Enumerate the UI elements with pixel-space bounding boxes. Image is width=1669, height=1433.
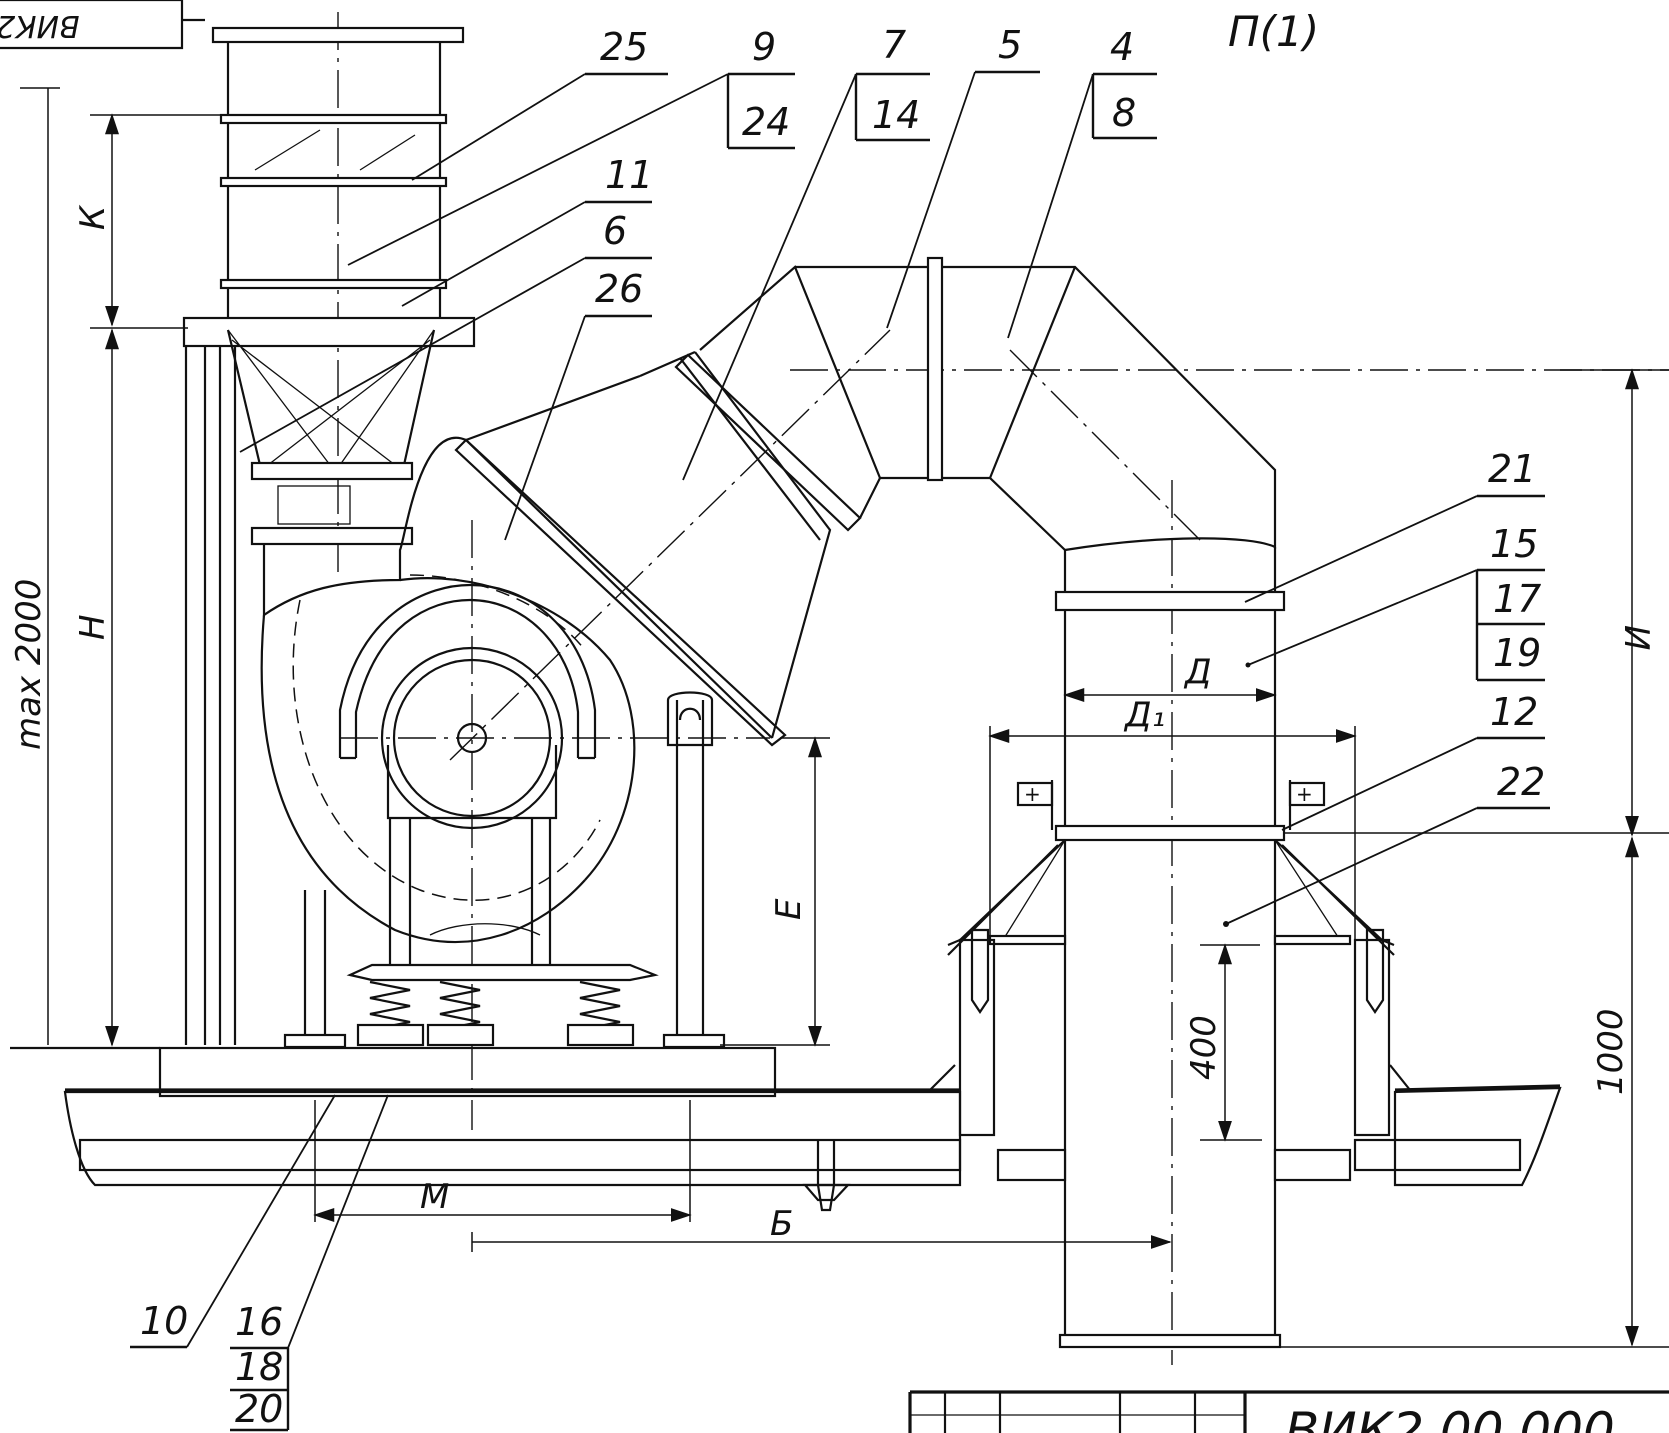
stand-frame xyxy=(182,316,476,1045)
dim-m: М xyxy=(420,1177,449,1217)
svg-text:8: 8 xyxy=(1112,91,1136,135)
svg-text:20: 20 xyxy=(235,1387,283,1431)
svg-text:18: 18 xyxy=(235,1345,283,1389)
svg-text:17: 17 xyxy=(1493,577,1541,621)
dimension-lines: max 2000 К Н Е Д Д₁ И 1000 xyxy=(9,87,1669,1348)
svg-text:12: 12 xyxy=(1490,690,1538,734)
callout-4-8: 4 8 xyxy=(1007,25,1157,339)
callout-26: 26 xyxy=(504,267,652,541)
dim-d: Д xyxy=(1183,652,1212,692)
callout-22: 22 xyxy=(1223,760,1550,927)
roof-slab xyxy=(63,1064,1562,1212)
callout-16-18-20: 16 18 20 xyxy=(230,1094,389,1432)
svg-text:24: 24 xyxy=(742,100,790,144)
svg-text:25: 25 xyxy=(600,25,648,69)
svg-text:21: 21 xyxy=(1488,447,1536,491)
dim-d1: Д₁ xyxy=(1123,695,1165,735)
svg-text:19: 19 xyxy=(1493,631,1541,675)
svg-text:22: 22 xyxy=(1497,760,1545,804)
stamp-code: ВИК2.00 xyxy=(0,8,80,43)
callout-7-14: 7 14 xyxy=(682,23,930,481)
dim-e: Е xyxy=(769,898,809,920)
svg-text:10: 10 xyxy=(140,1299,188,1343)
dim-h: Н xyxy=(73,614,113,640)
svg-text:4: 4 xyxy=(1110,25,1134,69)
svg-text:7: 7 xyxy=(882,23,906,67)
callout-12: 12 xyxy=(1281,690,1545,831)
dim-1000: 1000 xyxy=(1591,1008,1631,1095)
title-block: ВИК2.00.000 xyxy=(908,1390,1669,1433)
dim-i: И xyxy=(1616,625,1656,650)
svg-text:9: 9 xyxy=(752,25,776,69)
title-block-code: ВИК2.00.000 xyxy=(1285,1402,1615,1433)
callout-21: 21 xyxy=(1244,447,1545,603)
svg-text:14: 14 xyxy=(872,93,920,137)
vertical-duct: + + xyxy=(947,547,1395,1349)
base-plinth xyxy=(158,1046,777,1098)
callout-10: 10 xyxy=(130,1094,336,1349)
svg-text:+: + xyxy=(1296,782,1313,806)
svg-text:5: 5 xyxy=(998,23,1022,67)
drawing-stamp: ВИК2.00 xyxy=(0,0,205,50)
dim-max2000: max 2000 xyxy=(9,579,49,750)
callout-25: 25 xyxy=(411,25,668,181)
svg-text:26: 26 xyxy=(595,267,643,311)
exhaust-stack xyxy=(211,26,465,325)
fan-volute xyxy=(260,436,636,970)
callout-5: 5 xyxy=(886,23,1040,329)
svg-text:+: + xyxy=(1024,782,1041,806)
dim-b: Б xyxy=(770,1204,793,1244)
callout-9-24: 9 24 xyxy=(347,25,795,266)
svg-text:6: 6 xyxy=(603,209,627,253)
sheet-title: П(1) xyxy=(1228,7,1319,56)
dim-k: К xyxy=(73,204,113,230)
spring-supports xyxy=(283,691,726,1049)
fan-outlet-transition xyxy=(454,256,1277,747)
svg-text:16: 16 xyxy=(235,1300,283,1344)
dim-400: 400 xyxy=(1184,1015,1224,1080)
svg-text:15: 15 xyxy=(1490,522,1538,566)
callout-11: 11 xyxy=(401,153,653,307)
svg-text:11: 11 xyxy=(605,153,653,197)
callout-6: 6 xyxy=(239,209,652,453)
callout-15-17-19: 15 17 19 xyxy=(1245,522,1545,682)
